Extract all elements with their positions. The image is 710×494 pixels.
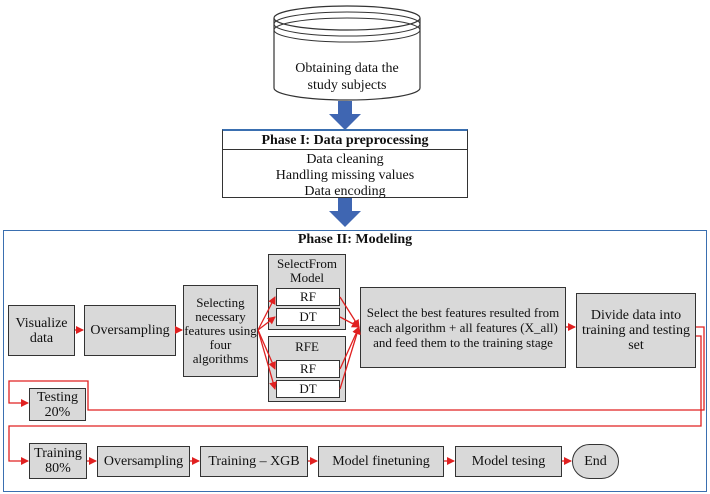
- phase1-step: Data cleaning: [306, 152, 384, 167]
- sfm-rf-box: RF: [276, 288, 340, 306]
- data-source-label: Obtaining data the study subjects: [295, 61, 399, 93]
- rfe-rf-box: RF: [276, 360, 340, 378]
- sfm-dt-box: DT: [276, 308, 340, 326]
- model-tesing-box: Model tesing: [455, 446, 562, 477]
- testing-box: Testing 20%: [29, 388, 86, 421]
- training-xgb-box: Training – XGB: [200, 446, 308, 477]
- oversampling-box: Oversampling: [84, 305, 176, 356]
- oversampling-box-2: Oversampling: [97, 446, 190, 477]
- select-best-features-box: Select the best features resulted from e…: [360, 287, 566, 368]
- phase2-title: Phase II: Modeling: [297, 232, 413, 247]
- phase1-title: Phase I: Data preprocessing: [223, 131, 467, 150]
- phase1-step: Data encoding: [304, 184, 386, 199]
- phase1-box: Phase I: Data preprocessing Data cleanin…: [222, 129, 468, 199]
- rfe-title: RFE: [295, 339, 319, 354]
- selecting-features-box: Selecting necessary features using four …: [183, 285, 258, 377]
- database-icon: [273, 5, 421, 101]
- visualize-data-box: Visualize data: [8, 305, 75, 356]
- end-terminal: End: [572, 444, 619, 479]
- selectfrommodel-title: SelectFrom Model: [277, 256, 337, 285]
- rfe-dt-box: DT: [276, 380, 340, 398]
- down-arrow-icon: [329, 101, 361, 130]
- training-box: Training 80%: [29, 443, 87, 479]
- divide-data-box: Divide data into training and testing se…: [576, 293, 696, 368]
- model-finetuning-box: Model finetuning: [318, 446, 444, 477]
- phase2-panel: [3, 230, 707, 492]
- phase1-step: Handling missing values: [275, 168, 415, 183]
- down-arrow-icon: [329, 198, 361, 227]
